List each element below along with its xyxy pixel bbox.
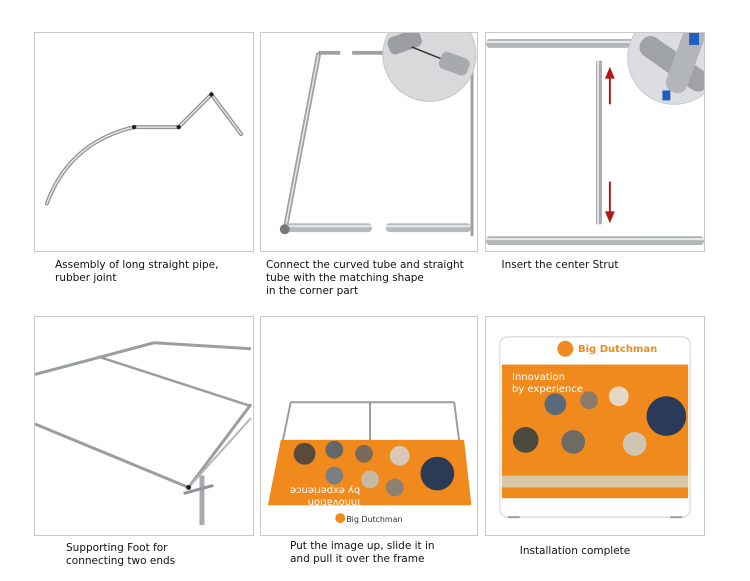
svg-text:by experience: by experience — [290, 484, 360, 495]
svg-text:Innovation: Innovation — [308, 496, 360, 507]
step-4-caption: Supporting Foot for connecting two ends — [66, 542, 176, 567]
installed-display-illustration — [499, 336, 691, 519]
step-3-caption: Insert the center Strut — [501, 259, 619, 271]
step-3-panel — [485, 32, 705, 252]
step-2-panel — [260, 32, 478, 252]
slide-image-illustration: by experience Innovation Big Dutchman — [262, 401, 476, 535]
step-5-caption: Put the image up, slide it in and pull i… — [290, 540, 435, 565]
step-5-panel: by experience Innovation Big Dutchman — [260, 316, 478, 536]
frame-foot-illustration — [35, 341, 253, 526]
step-1-caption: Assembly of long straight pipe, rubber j… — [55, 259, 219, 284]
step-1-panel — [34, 32, 254, 252]
step-6-panel: Big Dutchman Innovation by experience — [485, 316, 705, 536]
svg-text:Big Dutchman: Big Dutchman — [346, 515, 402, 524]
banner-brand-label: Big Dutchman — [578, 344, 658, 355]
center-strut-illustration — [486, 33, 704, 246]
curved-pipe-illustration — [44, 91, 244, 206]
step-2-caption: Connect the curved tube and straight tub… — [266, 259, 464, 297]
banner-headline: Innovation by experience — [512, 372, 583, 395]
corner-connection-illustration — [279, 33, 477, 237]
step-6-caption: Installation complete — [519, 545, 631, 557]
step-4-panel — [34, 316, 254, 536]
